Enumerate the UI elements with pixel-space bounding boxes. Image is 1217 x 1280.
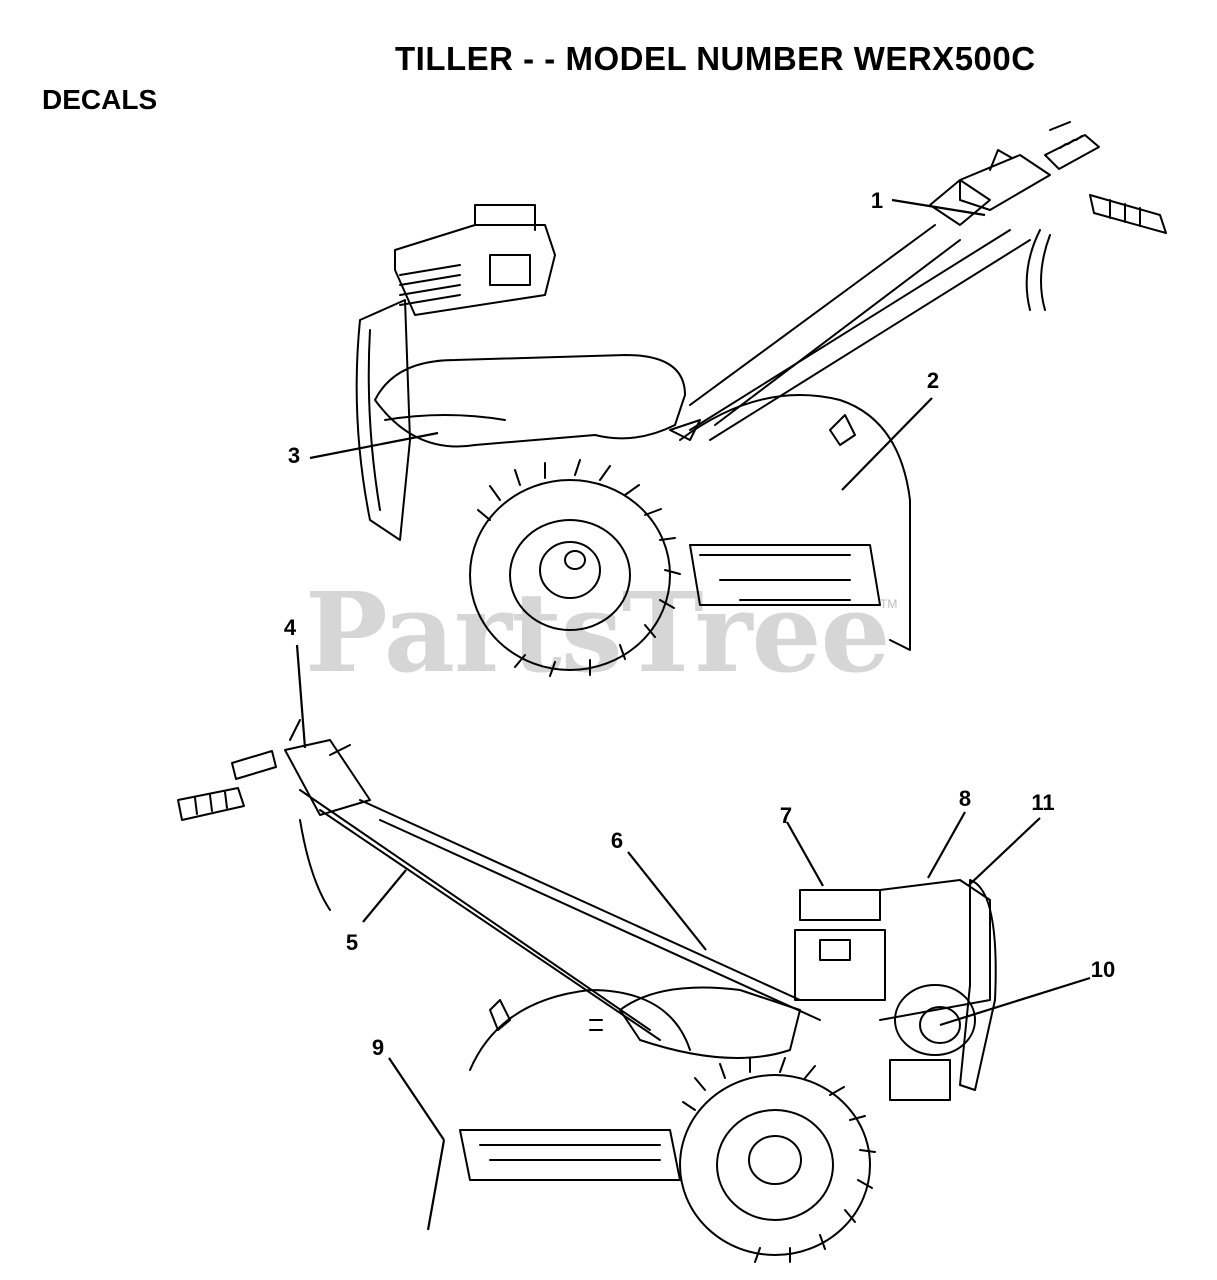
- callout-9: 9: [371, 1035, 385, 1060]
- leader-9: [388, 1057, 446, 1231]
- callout-11: 11: [1031, 790, 1055, 815]
- callout-2: 2: [926, 368, 940, 393]
- callout-5: 5: [345, 930, 359, 955]
- leader-4: [295, 644, 307, 749]
- callout-3: 3: [287, 443, 301, 468]
- leader-3: [309, 431, 439, 460]
- watermark: PartsTree: [305, 568, 891, 697]
- tiller-view-bottom: [177, 719, 997, 1263]
- callout-10: 10: [1090, 957, 1116, 982]
- leader-7: [786, 821, 824, 887]
- tiller-view-top: [355, 121, 1167, 677]
- leader-5: [362, 869, 407, 923]
- diagram-title: TILLER - - MODEL NUMBER WERX500C: [395, 40, 1036, 77]
- leader-1: [891, 198, 986, 217]
- watermark-trademark: TM: [880, 597, 898, 611]
- leader-2: [841, 397, 933, 491]
- leader-10: [939, 976, 1091, 1027]
- section-heading: DECALS: [42, 84, 158, 115]
- leader-11: [967, 817, 1041, 887]
- callout-1: 1: [870, 188, 884, 213]
- callout-4: 4: [283, 615, 297, 640]
- leader-6: [627, 851, 707, 951]
- callout-6: 6: [610, 828, 624, 853]
- callout-8: 8: [958, 786, 972, 811]
- callout-7: 7: [779, 803, 793, 828]
- leader-8: [927, 811, 966, 879]
- callout-leaders: [295, 198, 1091, 1231]
